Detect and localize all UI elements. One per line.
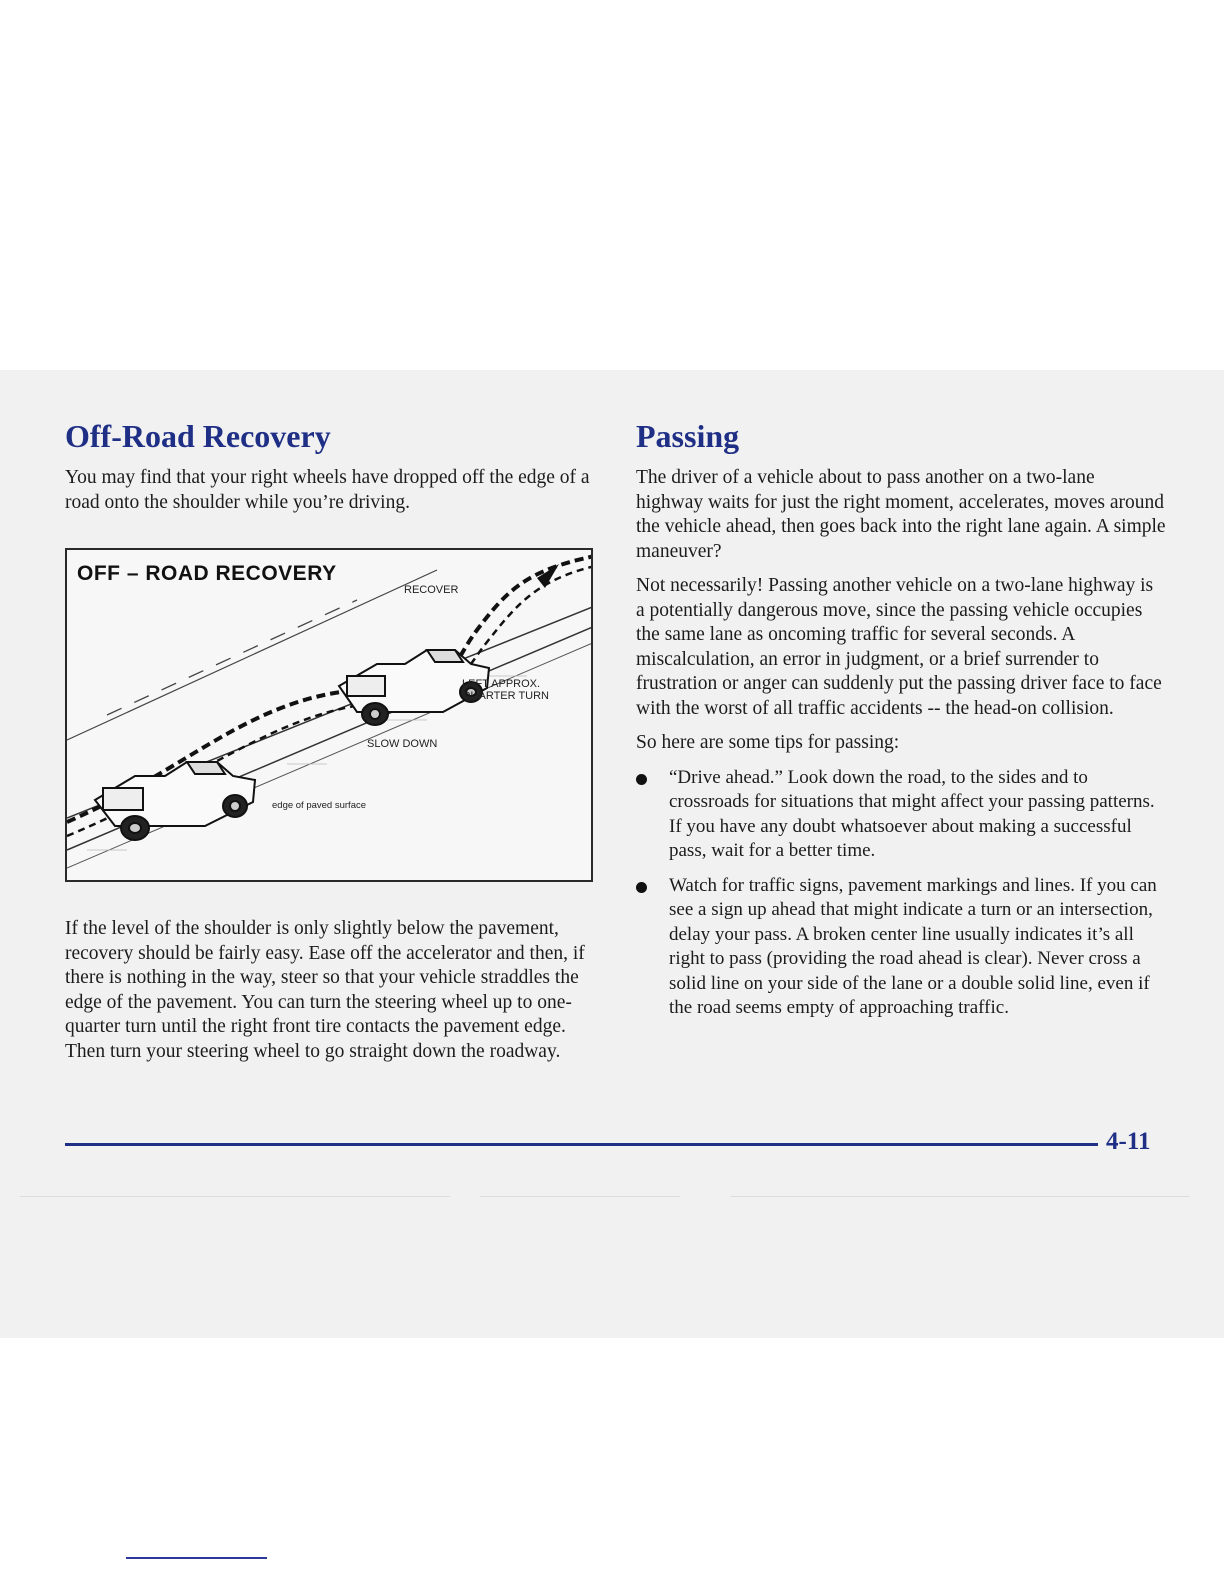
divider: [126, 1557, 267, 1559]
label-left-quarter-turn: LEFT APPROX. QUARTER TURN: [462, 678, 549, 702]
truck-icon: [93, 761, 257, 841]
divider: [20, 1196, 450, 1197]
passing-paragraph-3: So here are some tips for passing:: [636, 732, 900, 753]
recovery-paragraph: If the level of the shoulder is only sli…: [65, 918, 585, 1062]
list-item: “Drive ahead.” Look down the road, to th…: [636, 766, 1166, 864]
tip-text: “Drive ahead.” Look down the road, to th…: [669, 766, 1155, 862]
road-drawing: [67, 554, 591, 869]
bullet-icon: [636, 773, 647, 785]
section-title-passing: Passing: [636, 418, 740, 454]
left-lower-text: If the level of the shoulder is only sli…: [65, 917, 595, 1074]
passing-paragraph-2: Not necessarily! Passing another vehicle…: [636, 575, 1162, 719]
page-number: 4-11: [1106, 1128, 1151, 1155]
intro-paragraph: You may find that your right wheels have…: [65, 467, 590, 513]
label-turn-line-2: QUARTER TURN: [462, 690, 549, 702]
divider: [730, 1196, 1190, 1197]
divider: [480, 1196, 680, 1197]
passing-tips-list: “Drive ahead.” Look down the road, to th…: [636, 766, 1166, 1021]
figure-title: OFF – ROAD RECOVERY: [77, 562, 343, 586]
tip-text: Watch for traffic signs, pavement markin…: [669, 874, 1157, 1019]
list-item: Watch for traffic signs, pavement markin…: [636, 874, 1166, 1021]
section-title-off-road-recovery: Off-Road Recovery: [65, 418, 331, 454]
off-road-recovery-illustration: OFF – ROAD RECOVERY RECOVER LEFT APPROX.…: [65, 548, 593, 882]
truck-icon: [337, 649, 491, 726]
label-recover: RECOVER: [404, 584, 459, 596]
label-turn-line-1: LEFT APPROX.: [462, 678, 541, 690]
label-slow-down: SLOW DOWN: [367, 738, 438, 750]
right-column: Passing The driver of a vehicle about to…: [636, 418, 1166, 1031]
passing-paragraph-1: The driver of a vehicle about to pass an…: [636, 467, 1166, 562]
footer-rule: [65, 1143, 1098, 1146]
bullet-icon: [636, 881, 647, 893]
left-column: Off-Road Recovery You may find that your…: [65, 418, 595, 525]
label-edge-of-paved-surface: edge of paved surface: [272, 800, 367, 811]
